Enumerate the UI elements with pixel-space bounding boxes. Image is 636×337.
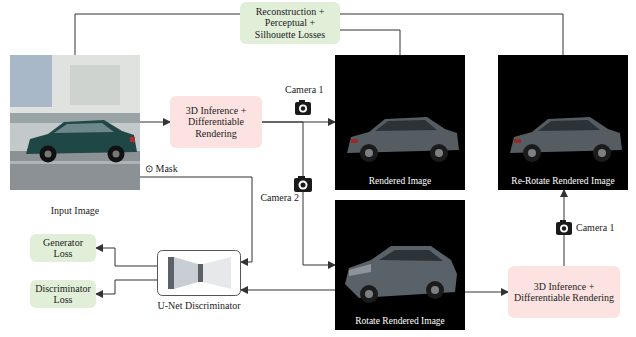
node-label: Rendered Image xyxy=(335,176,465,186)
unet-symbol xyxy=(157,250,241,296)
rendered-image: Re-Rotate Rendered Image xyxy=(498,55,628,190)
process-box: 3D Inference + Differentiable Rendering xyxy=(170,96,262,148)
camera-icon xyxy=(295,100,311,115)
camera-icon xyxy=(556,220,572,235)
edge-label: Camera 2 xyxy=(259,192,300,203)
rendered-image: Rendered Image xyxy=(335,55,465,190)
node-label: Discriminator Loss xyxy=(33,283,93,306)
connector xyxy=(96,248,157,266)
node-label: Rotate Rendered Image xyxy=(335,316,465,326)
node-label: Input Image xyxy=(0,205,150,216)
connector xyxy=(465,292,508,293)
rendered-image: Rotate Rendered Image xyxy=(335,200,465,330)
loss-box: Reconstruction + Perceptual + Silhouette… xyxy=(240,2,340,44)
edge-label: ⊙ Mask xyxy=(144,163,179,174)
node-label: 3D Inference + Differentiable Rendering xyxy=(512,281,616,304)
connector xyxy=(140,177,252,262)
input-image: Input Image xyxy=(10,55,140,220)
loss-box: Generator Loss xyxy=(30,234,96,262)
input-photo xyxy=(10,55,140,190)
connector xyxy=(75,14,240,55)
loss-box: Discriminator Loss xyxy=(30,280,96,308)
node-label: Reconstruction + Perceptual + Silhouette… xyxy=(250,6,330,41)
node-label: U-Net Discriminator xyxy=(147,300,251,311)
rotated-car xyxy=(335,200,465,330)
connector xyxy=(340,14,563,55)
process-box: 3D Inference + Differentiable Rendering xyxy=(508,266,620,318)
discriminator-box: U-Net Discriminator xyxy=(157,250,241,316)
edge-label: Camera 1 xyxy=(284,84,325,95)
connector xyxy=(96,280,157,294)
connector xyxy=(340,30,400,55)
node-label: Re-Rotate Rendered Image xyxy=(498,176,628,186)
camera-icon xyxy=(294,176,312,192)
rendered-car xyxy=(335,55,465,190)
connector xyxy=(241,290,335,291)
node-label: Generator Loss xyxy=(33,237,93,260)
edge-label: Camera 1 xyxy=(575,222,616,233)
node-label: 3D Inference + Differentiable Rendering xyxy=(174,105,258,140)
connector xyxy=(140,122,170,123)
rendered-car xyxy=(498,55,628,190)
